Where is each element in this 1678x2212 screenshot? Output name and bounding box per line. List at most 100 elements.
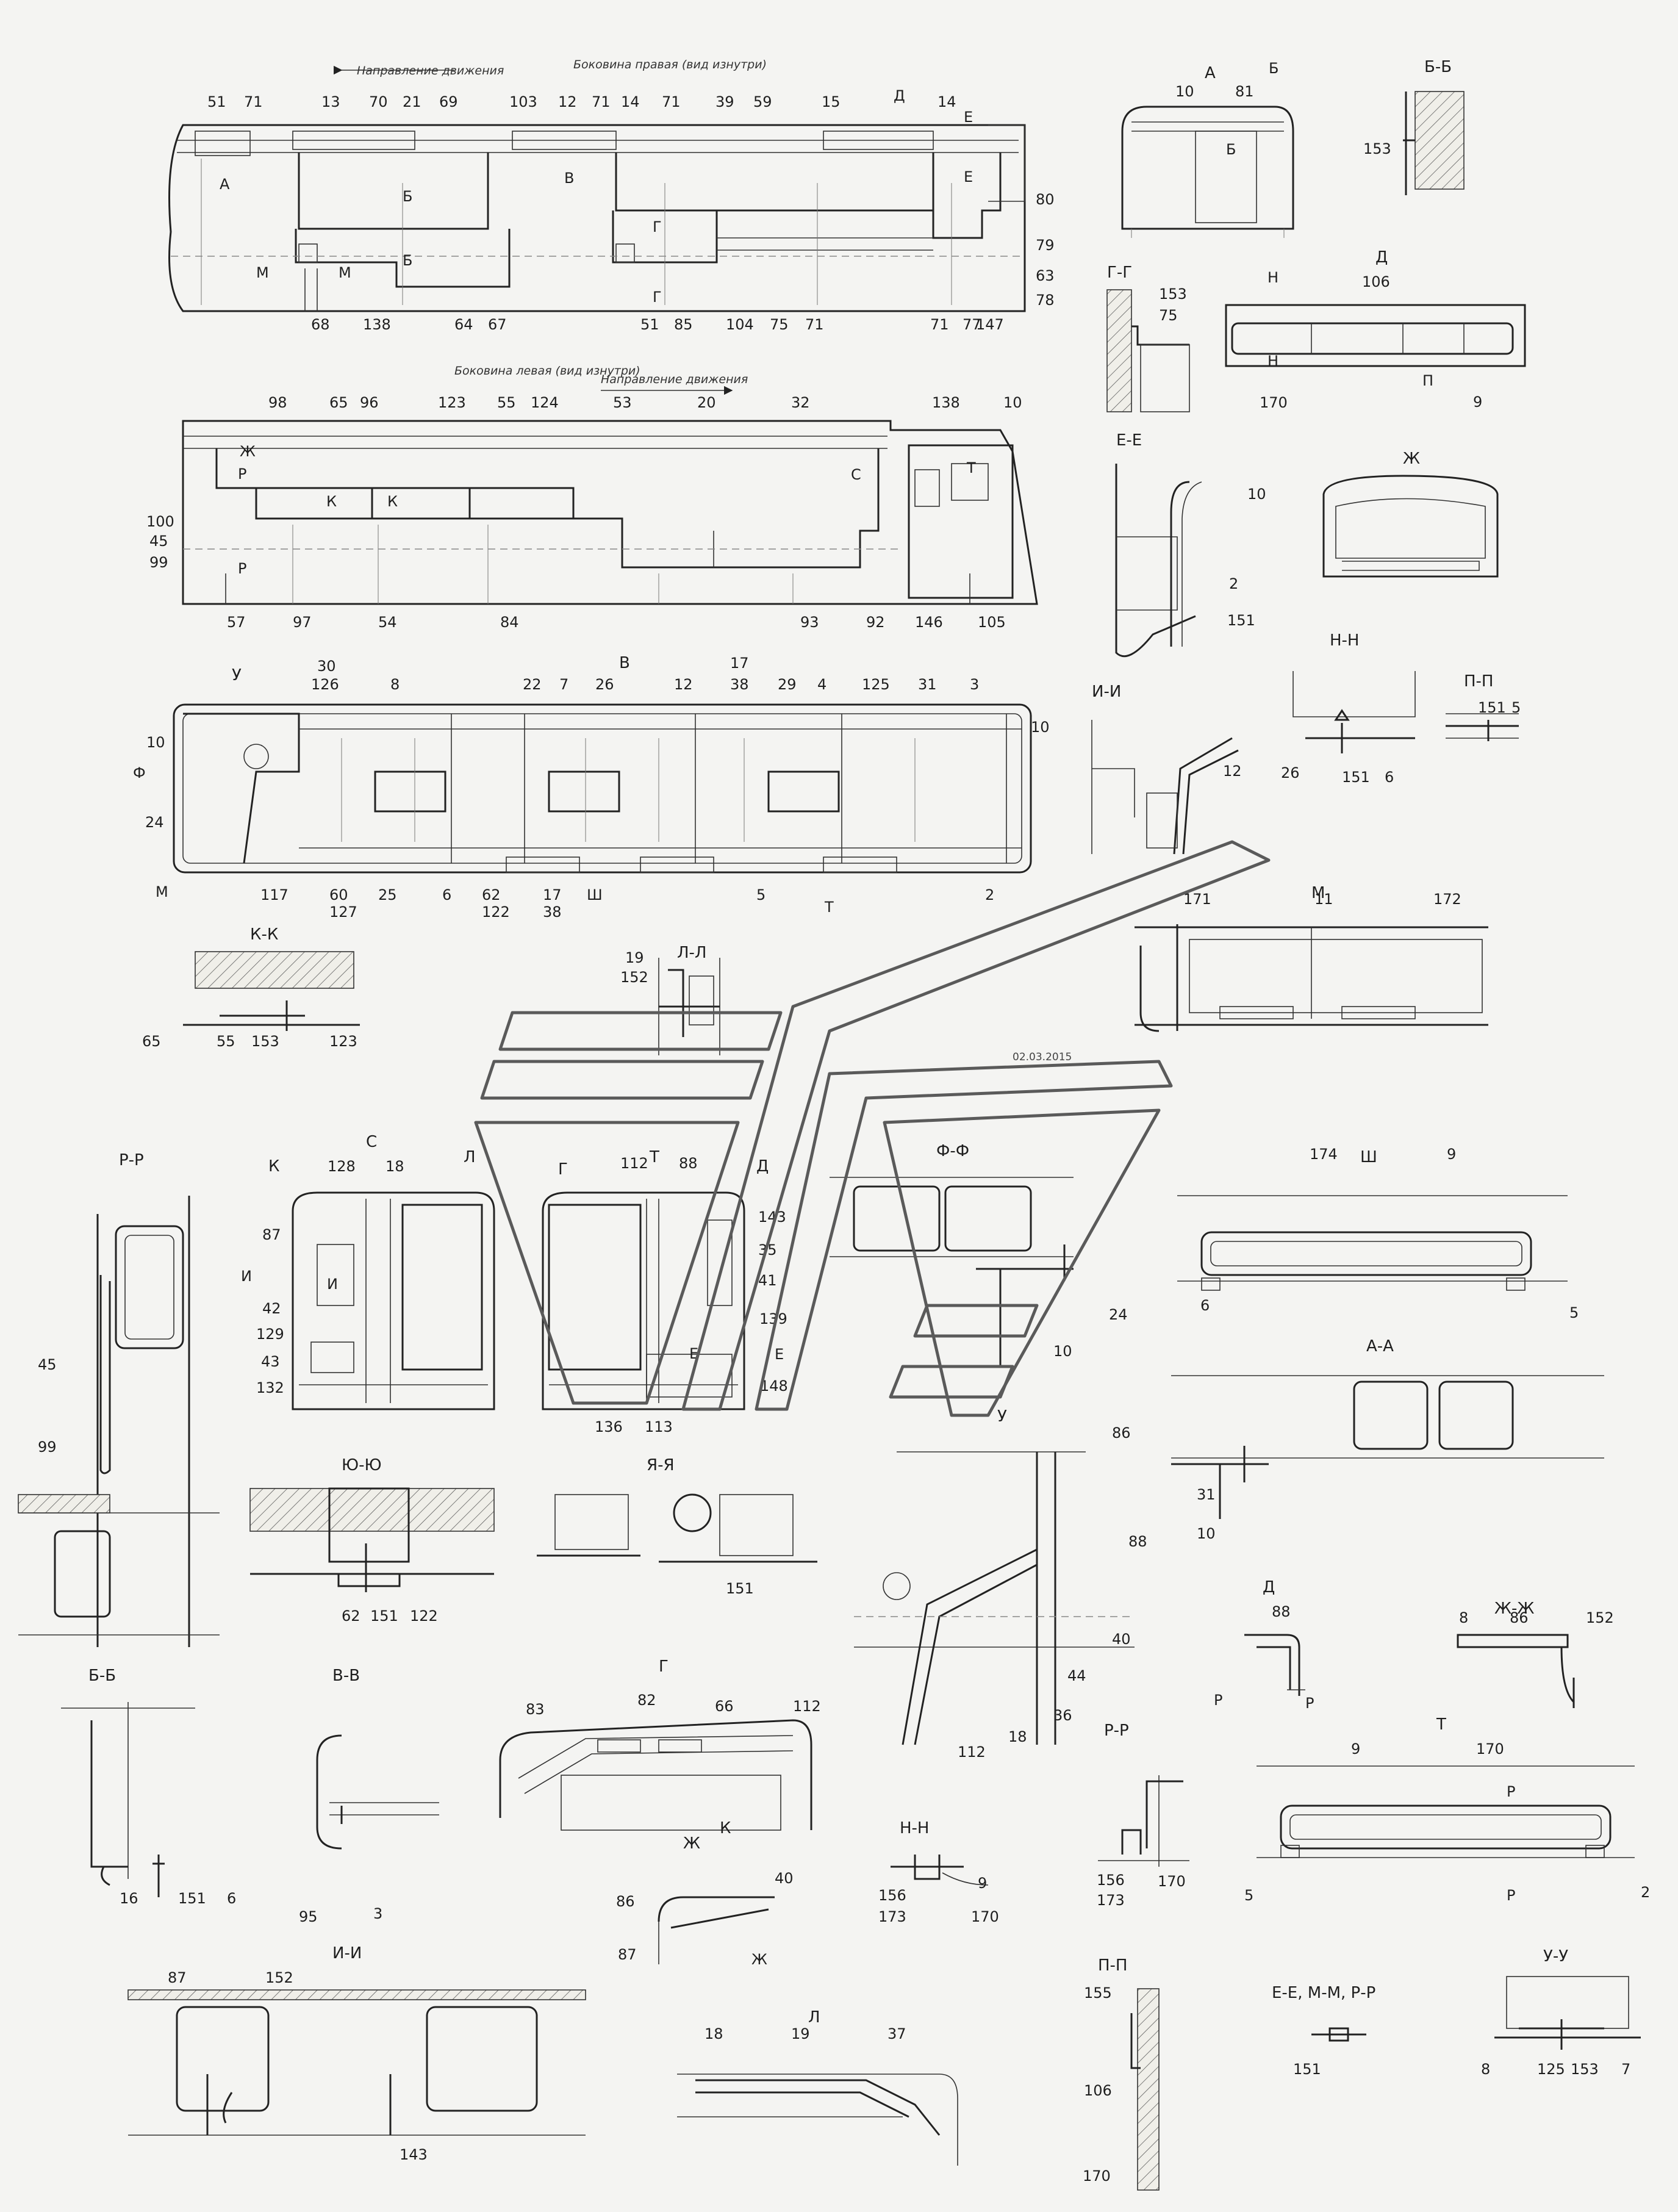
callout-label: Н: [1267, 269, 1278, 286]
view-label-BB: Б-Б: [1424, 58, 1452, 76]
callout-label: 71: [662, 93, 681, 110]
callout-label: 15: [822, 93, 841, 110]
direction-caption-mid: Направление движения: [601, 373, 748, 386]
callout-label: 88: [679, 1155, 698, 1172]
callout-label: Б: [1226, 141, 1236, 158]
callout-label: 57: [227, 614, 246, 631]
section-E1M1R1-callouts: 151: [1293, 2061, 1321, 2078]
callout-label: 39: [715, 93, 734, 110]
callout-label: 132: [256, 1379, 284, 1396]
callout-label: 12: [558, 93, 577, 110]
callout-label: 25: [378, 886, 397, 903]
callout-label: Е: [775, 1346, 784, 1363]
callout-label: 124: [531, 394, 559, 411]
view-label-V1V1: В-В: [332, 1667, 360, 1685]
callout-label: Б: [403, 188, 412, 205]
callout-label: 153: [1159, 285, 1187, 303]
view-label-UY: У-У: [1543, 1947, 1568, 1966]
callout-label: 62: [342, 1607, 360, 1625]
callout-label: 36: [1053, 1707, 1072, 1724]
callout-label: 106: [1084, 2082, 1112, 2099]
callout-label: 51: [207, 93, 226, 110]
view-label-I1I1: И-И: [332, 1944, 362, 1962]
view-D1-small: [1244, 1634, 1305, 1696]
right-side-captions: Направление движения Боковина правая (ви…: [334, 58, 767, 77]
callout-label: 171: [1183, 891, 1211, 908]
callout-label: 9: [1351, 1740, 1360, 1758]
callout-label: В: [564, 170, 574, 187]
left-side-wall-view: [182, 420, 1038, 605]
callout-label: 10: [1197, 1525, 1216, 1542]
callout-label: 4: [817, 676, 826, 693]
view-label-ZH1: Ж: [683, 1834, 700, 1853]
callout-label: 3: [970, 676, 979, 693]
callout-label: 172: [1433, 891, 1461, 908]
callout-label: 30: [317, 658, 336, 675]
watermark-logo: [474, 840, 1271, 1417]
callout-label: 5: [756, 886, 765, 903]
callout-label: 99: [38, 1438, 57, 1456]
callout-label: 43: [261, 1353, 280, 1370]
callout-label: 173: [878, 1908, 906, 1925]
view-U-big: [854, 1451, 1135, 1745]
callout-label: 10: [1031, 719, 1050, 736]
callout-label: И: [327, 1276, 338, 1293]
callout-label: Б: [1269, 60, 1278, 77]
view-label-G1: Г: [558, 1160, 568, 1179]
callout-label: Р: [238, 560, 246, 577]
callout-label: 64: [454, 316, 473, 333]
callout-label: 97: [293, 614, 312, 631]
callout-label: 38: [730, 676, 749, 693]
callout-label: 42: [262, 1300, 281, 1317]
view-SH: [1177, 1195, 1568, 1291]
callout-label: 170: [1476, 1740, 1504, 1758]
callout-label: 10: [1247, 486, 1266, 503]
date-stamp: 02.03.2015: [1013, 1051, 1072, 1063]
callout-label: 60: [329, 886, 348, 903]
callout-label: П: [1422, 372, 1433, 389]
callout-label: 18: [1008, 1728, 1027, 1745]
view-label-S: С: [366, 1133, 377, 1151]
callout-label: 6: [442, 886, 451, 903]
callout-label: 26: [1281, 764, 1300, 781]
callout-label: 5: [1569, 1304, 1579, 1321]
callout-label: М: [156, 883, 168, 900]
callout-label: 152: [265, 1969, 293, 1986]
callout-label: 84: [500, 614, 519, 631]
section-II-callouts: 12: [1223, 763, 1242, 780]
callout-label: 117: [260, 886, 289, 903]
callout-label: 153: [251, 1033, 279, 1050]
callout-label: 6: [1385, 769, 1394, 786]
callout-label: 92: [866, 614, 885, 631]
callout-label: 14: [938, 93, 956, 110]
callout-label: 24: [1109, 1306, 1128, 1323]
section-NN: [1293, 671, 1416, 753]
callout-label: 75: [1159, 307, 1178, 324]
section-V1V1: [316, 1734, 439, 1850]
callout-label: К: [387, 493, 398, 510]
callout-label: 67: [488, 316, 507, 333]
callout-label: 128: [328, 1158, 356, 1175]
view-label-E1M1R1: Е-Е, М-М, Р-Р: [1272, 1984, 1375, 2002]
view-label-YY: Ю-Ю: [342, 1456, 382, 1474]
right-side-caption: Боковина правая (вид изнутри): [573, 58, 767, 71]
section-H1H1: [891, 1855, 989, 1886]
callout-label: Е: [964, 168, 973, 185]
section-EE: [1115, 464, 1202, 658]
view-label-GG: Г-Г: [1107, 264, 1132, 282]
callout-label: 37: [887, 2025, 906, 2042]
callout-label: 170: [1083, 2167, 1111, 2185]
